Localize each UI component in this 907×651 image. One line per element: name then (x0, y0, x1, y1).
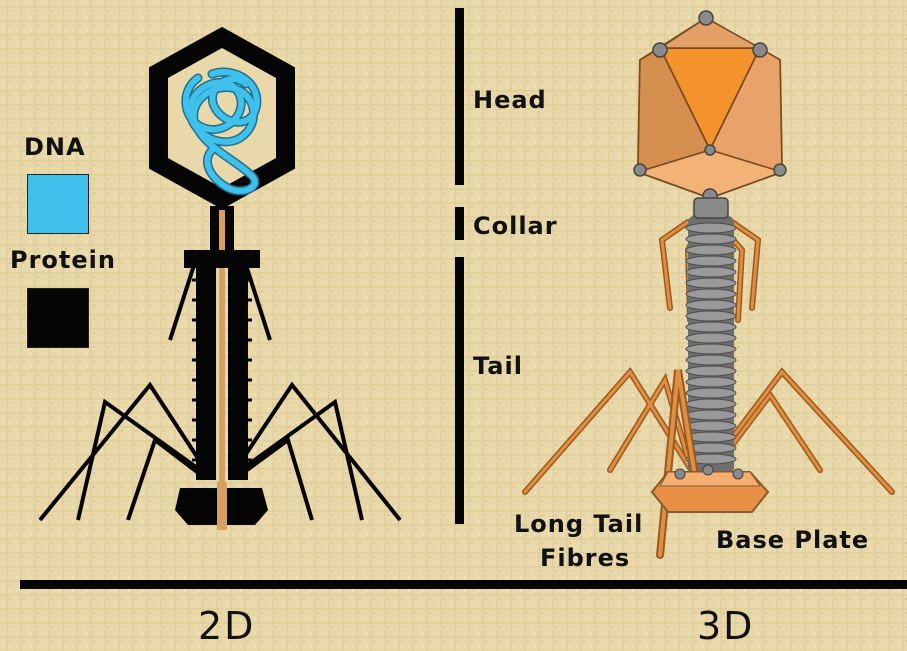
sheath-ring (686, 234, 736, 244)
region-bars (455, 8, 464, 524)
view-2d-label: 2D (198, 604, 255, 648)
long-tail-fibres-label-line2: Fibres (540, 544, 630, 572)
legend-protein-swatch (27, 288, 89, 348)
long-tail-fibres-label-line1: Long Tail (514, 510, 643, 538)
tail-sheath-3d (686, 215, 736, 475)
sheath-ring (686, 311, 736, 321)
view-3d-label: 3D (697, 604, 754, 648)
sheath-ring (686, 267, 736, 277)
sheath-ring (686, 289, 736, 299)
sheath-ring (686, 399, 736, 409)
sheath-ring (686, 300, 736, 310)
sheath-ring (686, 344, 736, 354)
collar-3d (694, 198, 728, 218)
head-bar (455, 8, 464, 185)
tail-bar (455, 257, 464, 524)
collar-bar (455, 207, 464, 240)
head-label: Head (473, 86, 547, 114)
sheath-ring (686, 377, 736, 387)
sheath-ring (686, 388, 736, 398)
base-plate-label: Base Plate (716, 526, 869, 554)
legend-protein-label: Protein (10, 246, 116, 274)
sheath-ring (686, 366, 736, 376)
bottom-rule (20, 580, 907, 589)
sheath-ring (686, 355, 736, 365)
sheath-ring (686, 421, 736, 431)
legend-dna-swatch (27, 174, 89, 234)
sheath-ring (686, 410, 736, 420)
sheath-ring (686, 256, 736, 266)
sheath-ring (686, 333, 736, 343)
tail-label: Tail (473, 352, 523, 380)
sheath-ring (686, 223, 736, 233)
sheath-ring (686, 278, 736, 288)
base-plate-3d (652, 465, 768, 512)
collar-label: Collar (473, 212, 558, 240)
legend-dna-label: DNA (24, 133, 86, 161)
sheath-ring (686, 245, 736, 255)
sheath-ring (686, 432, 736, 442)
sheath-ring (686, 322, 736, 332)
